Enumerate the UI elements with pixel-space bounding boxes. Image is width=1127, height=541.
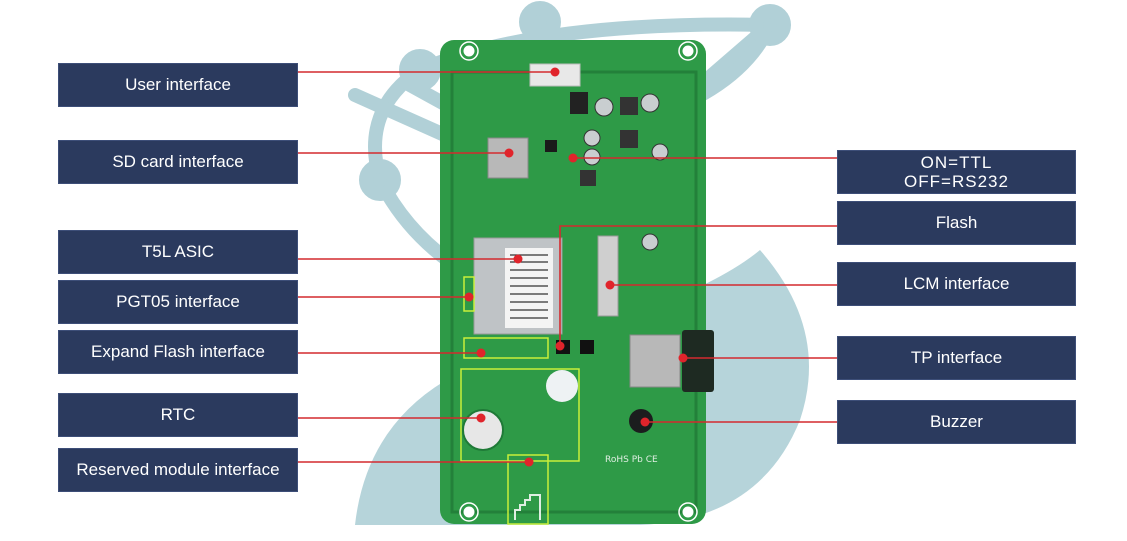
sd-card-slot bbox=[487, 137, 529, 179]
label-text-line2: OFF=RS232 bbox=[904, 172, 1009, 191]
label-expand-flash-interface: Expand Flash interface bbox=[58, 330, 298, 374]
label-reserved-module-interface: Reserved module interface bbox=[58, 448, 298, 492]
power-components bbox=[545, 92, 669, 186]
label-text: Expand Flash interface bbox=[91, 342, 265, 361]
pgt05-header bbox=[463, 276, 475, 312]
leader-lines bbox=[298, 71, 837, 463]
cert-marks: RoHS Pb CE bbox=[605, 455, 658, 465]
label-flash: Flash bbox=[837, 201, 1076, 245]
label-pgt05-interface: PGT05 interface bbox=[58, 280, 298, 324]
reserved-module-area bbox=[507, 454, 549, 525]
expand-flash-area bbox=[463, 337, 549, 359]
label-ttl-rs232-switch: ON=TTL OFF=RS232 bbox=[837, 150, 1076, 194]
label-text: PGT05 interface bbox=[116, 292, 240, 311]
rtc-area bbox=[460, 368, 580, 462]
label-text: Reserved module interface bbox=[76, 460, 280, 479]
label-text: RTC bbox=[160, 405, 196, 424]
label-text: TP interface bbox=[910, 348, 1003, 367]
label-text: Buzzer bbox=[930, 412, 983, 431]
label-rtc: RTC bbox=[58, 393, 298, 437]
led-indicator bbox=[546, 370, 578, 402]
label-text: T5L ASIC bbox=[141, 242, 215, 261]
leader-dots bbox=[464, 67, 688, 467]
label-buzzer: Buzzer bbox=[837, 400, 1076, 444]
label-t5l-asic: T5L ASIC bbox=[58, 230, 298, 274]
label-text-line1: ON=TTL bbox=[920, 153, 993, 172]
label-text: User interface bbox=[125, 75, 231, 94]
label-user-interface: User interface bbox=[58, 63, 298, 107]
label-tp-interface: TP interface bbox=[837, 336, 1076, 380]
label-lcm-interface: LCM interface bbox=[837, 262, 1076, 306]
label-text: LCM interface bbox=[903, 274, 1010, 293]
mounting-holes bbox=[459, 41, 698, 522]
rtc-battery bbox=[462, 409, 504, 451]
lcm-connector bbox=[597, 235, 619, 317]
label-sd-card-interface: SD card interface bbox=[58, 140, 298, 184]
tp-connector bbox=[629, 334, 681, 388]
label-text: Flash bbox=[935, 213, 978, 232]
label-text: SD card interface bbox=[112, 152, 244, 171]
